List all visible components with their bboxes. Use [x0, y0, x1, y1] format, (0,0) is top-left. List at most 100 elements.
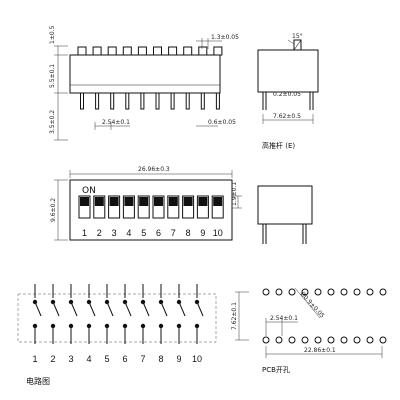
circuit-switch-blade	[160, 301, 168, 317]
dim-lead-width: 0.6±0.05	[208, 119, 236, 126]
pcb-hole	[366, 336, 374, 344]
actuator-bump	[198, 46, 208, 56]
circuit-switch-blade	[88, 301, 96, 317]
switch-slot	[78, 195, 91, 219]
circuit-switch-blade	[124, 301, 132, 317]
circuit-number: 7	[140, 354, 145, 364]
lead-pin	[215, 92, 220, 110]
dim-width: 7.62±0.5	[273, 113, 301, 120]
switch-slot	[211, 195, 224, 219]
switch-slot	[93, 195, 106, 219]
hole-leader	[294, 287, 321, 319]
switch-actuator	[94, 197, 104, 206]
top-view: 1±0.5 5.5±0.1 3.5±0.2 2.54±0.1 0.6±0.05 …	[49, 25, 239, 141]
actuator-bump	[137, 46, 147, 56]
pcb-hole	[301, 336, 309, 344]
lead-pin	[170, 92, 175, 110]
circuit-switch-blade	[106, 301, 114, 317]
dim-body-height: 5.5±0.1	[49, 64, 56, 88]
pcb-hole	[379, 336, 387, 344]
pcb-hole	[275, 336, 283, 344]
switch-actuator	[124, 197, 134, 206]
side-view-body	[257, 49, 319, 93]
pcb-hole	[353, 336, 361, 344]
dim-pitch: 2.54±0.1	[270, 315, 298, 322]
pcb-caption: PCB开孔	[262, 366, 290, 374]
pcb-hole	[314, 288, 322, 296]
pcb-hole	[301, 288, 309, 296]
switch-actuator	[154, 197, 163, 206]
dim-total: 22.86±0.1	[304, 347, 336, 354]
circuit-number: 1	[32, 354, 37, 364]
switch-slot	[137, 195, 150, 219]
circuit-switch-blade	[52, 301, 60, 317]
switch-number: 8	[186, 228, 191, 238]
circuit-switch-blade	[178, 301, 186, 317]
end-view-body	[257, 185, 313, 225]
top-view-body	[69, 54, 221, 94]
side-actuator-slope	[293, 39, 302, 51]
switch-slot	[152, 195, 165, 219]
switch-number: 4	[126, 228, 131, 238]
pcb-hole	[366, 288, 374, 296]
lead-pin	[95, 92, 100, 110]
pcb-hole	[327, 336, 335, 344]
dim-lead-thickness: 0.2±0.05	[273, 91, 301, 98]
switch-actuator	[168, 197, 178, 206]
lead-pin	[155, 92, 160, 110]
lead-pin	[185, 92, 190, 110]
switch-number: 5	[141, 228, 146, 238]
pcb-layout: 7.62±0.1 2.54±0.1 Ø0.9±0.05 22.86±0.1 PC…	[231, 287, 387, 374]
top-view-leads	[80, 92, 220, 110]
circuit-number: 4	[86, 354, 91, 364]
switch-actuator	[109, 197, 119, 206]
angle-leader	[287, 39, 295, 45]
lead-pin	[140, 92, 145, 110]
circuit-switch-blade	[196, 301, 204, 317]
actuator-bump	[122, 46, 132, 56]
switch-actuator	[139, 197, 149, 206]
dim-row-spacing: 7.62±0.1	[231, 302, 238, 330]
switch-slot	[108, 195, 121, 219]
actuator-bumps	[77, 46, 223, 56]
switch-actuator	[80, 197, 89, 206]
pcb-hole	[314, 336, 322, 344]
actuator-bump	[168, 46, 178, 56]
circuit-switch-blade	[70, 301, 78, 317]
circuit-caption: 电路图	[26, 376, 50, 386]
circuit-number: 5	[104, 354, 109, 364]
switch-slot	[122, 195, 135, 219]
circuit-number: 6	[122, 354, 127, 364]
lead-pin	[80, 92, 84, 110]
actuator-bump	[107, 46, 117, 56]
circuit-number: 9	[176, 354, 181, 364]
circuit-switch-blade	[142, 301, 150, 317]
dim-actuator-width: 1.3±0.05	[211, 34, 239, 41]
actuator-bump	[92, 46, 102, 56]
side-view: 15° 0.2±0.05 7.62±0.5 高推杆 (E)	[257, 33, 319, 150]
pcb-hole	[379, 288, 387, 296]
lead-pin	[110, 92, 115, 110]
switch-slot	[196, 195, 209, 219]
dim-length: 26.96±0.3	[138, 166, 170, 173]
dim-hole: Ø0.9±0.05	[299, 291, 326, 320]
switch-actuator	[198, 197, 208, 206]
switch-actuator	[213, 197, 223, 206]
switch-number: 9	[200, 228, 205, 238]
lead-pin	[125, 92, 130, 110]
pcb-hole	[262, 288, 270, 296]
dim-angle: 15°	[292, 33, 303, 40]
switch-number: 10	[213, 228, 223, 238]
lead-pin	[200, 92, 205, 110]
switch-slot	[182, 195, 195, 219]
switch-number: 1	[82, 228, 87, 238]
pcb-hole	[275, 288, 283, 296]
switch-number: 7	[171, 228, 176, 238]
switch-actuator	[183, 197, 193, 206]
circuit-number: 8	[158, 354, 163, 364]
dim-height: 9.6±0.2	[50, 198, 57, 222]
